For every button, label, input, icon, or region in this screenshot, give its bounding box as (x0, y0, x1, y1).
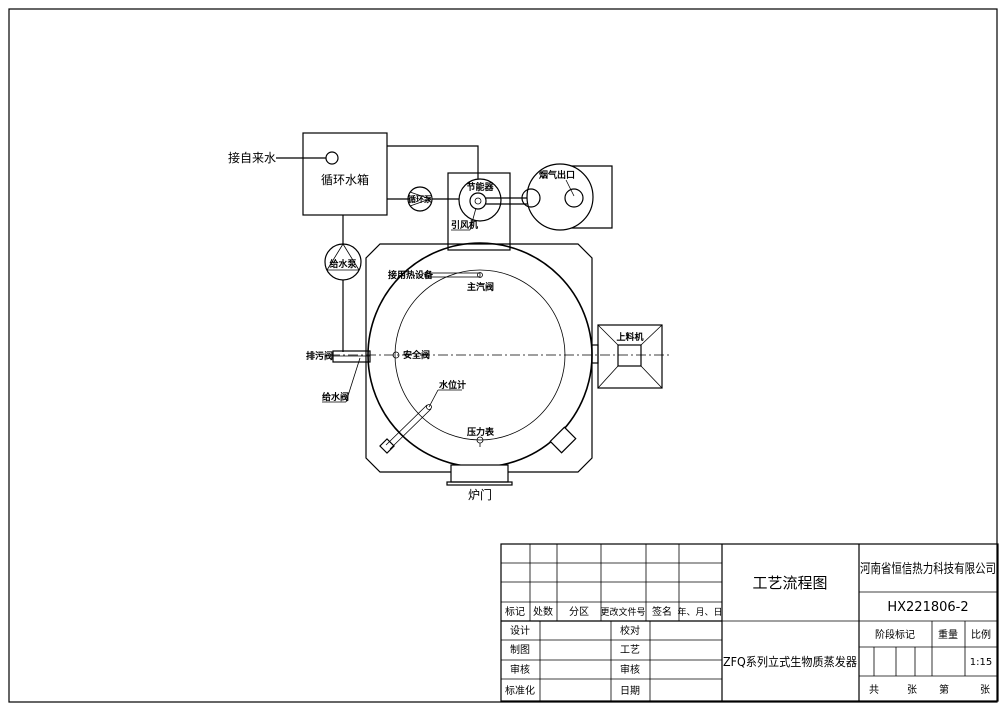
rev-header: 年、月、日 (677, 606, 722, 618)
sheet-unit-label: 张 (907, 684, 917, 696)
role-label: 审核 (510, 663, 530, 676)
rev-header: 分区 (569, 606, 589, 618)
drawing-frame (8, 8, 998, 703)
rev-header: 签名 (652, 605, 672, 618)
pressure-gauge-label: 压力表 (467, 426, 495, 438)
role-label: 校对 (620, 624, 640, 637)
rev-header: 标记 (505, 606, 525, 618)
role-label: 标准化 (505, 684, 535, 697)
sheet-unit-label: 张 (980, 684, 990, 696)
role-label: 审核 (620, 663, 640, 676)
economizer: 节能器 引风机 (447, 172, 527, 251)
flue-outlet-label: 烟气出口 (539, 169, 575, 181)
stage-mark-label: 阶段标记 (875, 628, 915, 641)
circulation-pump-label: 循环泵 (407, 194, 432, 204)
water-tank-label: 循环水箱 (321, 172, 369, 187)
furnace-door-label: 炉门 (468, 487, 492, 502)
blowdown-valve-label: 排污阀 (306, 350, 333, 362)
heat-equipment-label: 接用热设备 (388, 269, 434, 281)
water-level-gauge-label: 水位计 (439, 379, 466, 391)
tap-water-label: 接自来水 (228, 150, 276, 165)
safety-valve-label: 安全阀 (403, 349, 430, 361)
water-tank: 接自来水 循环水箱 (228, 132, 388, 216)
boiler-body: 接用热设备 主汽阀 排污阀 给水阀 安全阀 水位计 压力表 (306, 242, 672, 473)
pipe-tank-economizer (387, 145, 479, 181)
rev-header: 更改文件号 (600, 606, 645, 618)
weight-label: 重量 (938, 628, 958, 641)
sheet-total-label: 共 (869, 684, 879, 696)
role-label: 制图 (510, 643, 530, 656)
circulation-pump: 循环泵 (407, 186, 433, 212)
rev-header: 处数 (533, 605, 553, 618)
blowdown-pipe (332, 350, 371, 363)
product-name: ZFQ系列立式生物质蒸发器 (723, 654, 857, 669)
feed-pump: 给水泵 (324, 243, 362, 281)
main-steam-valve-label: 主汽阀 (467, 281, 494, 293)
role-label: 日期 (620, 685, 640, 697)
feeder-label: 上料机 (616, 331, 643, 343)
role-label: 工艺 (620, 644, 640, 656)
company-name: 河南省恒信热力科技有限公司 (860, 561, 996, 577)
scale-label: 比例 (971, 628, 991, 641)
feeder: 上料机 (591, 324, 663, 389)
furnace-door: 炉门 (446, 464, 513, 502)
flue-outlet: 烟气出口 (521, 163, 613, 231)
feed-pump-label: 给水泵 (329, 258, 357, 270)
scale-value: 1:15 (970, 657, 992, 668)
tap-water-inlet-icon (325, 151, 339, 165)
economizer-label: 节能器 (466, 181, 494, 193)
steam-outlet-pipe (424, 272, 481, 278)
feed-valve-label: 给水阀 (322, 391, 349, 403)
sheet-no-label: 第 (939, 683, 949, 696)
induced-fan-label: 引风机 (451, 219, 478, 231)
title-block: 标记 处数 分区 更改文件号 签名 年、月、日 设计 制图 审核 标准化 校对 … (500, 543, 999, 702)
role-label: 设计 (510, 624, 530, 637)
drawing-number: HX221806-2 (887, 600, 968, 615)
safety-valve-icon (392, 351, 400, 359)
water-level-gauge-icon (379, 438, 395, 454)
drawing-title: 工艺流程图 (752, 574, 827, 592)
